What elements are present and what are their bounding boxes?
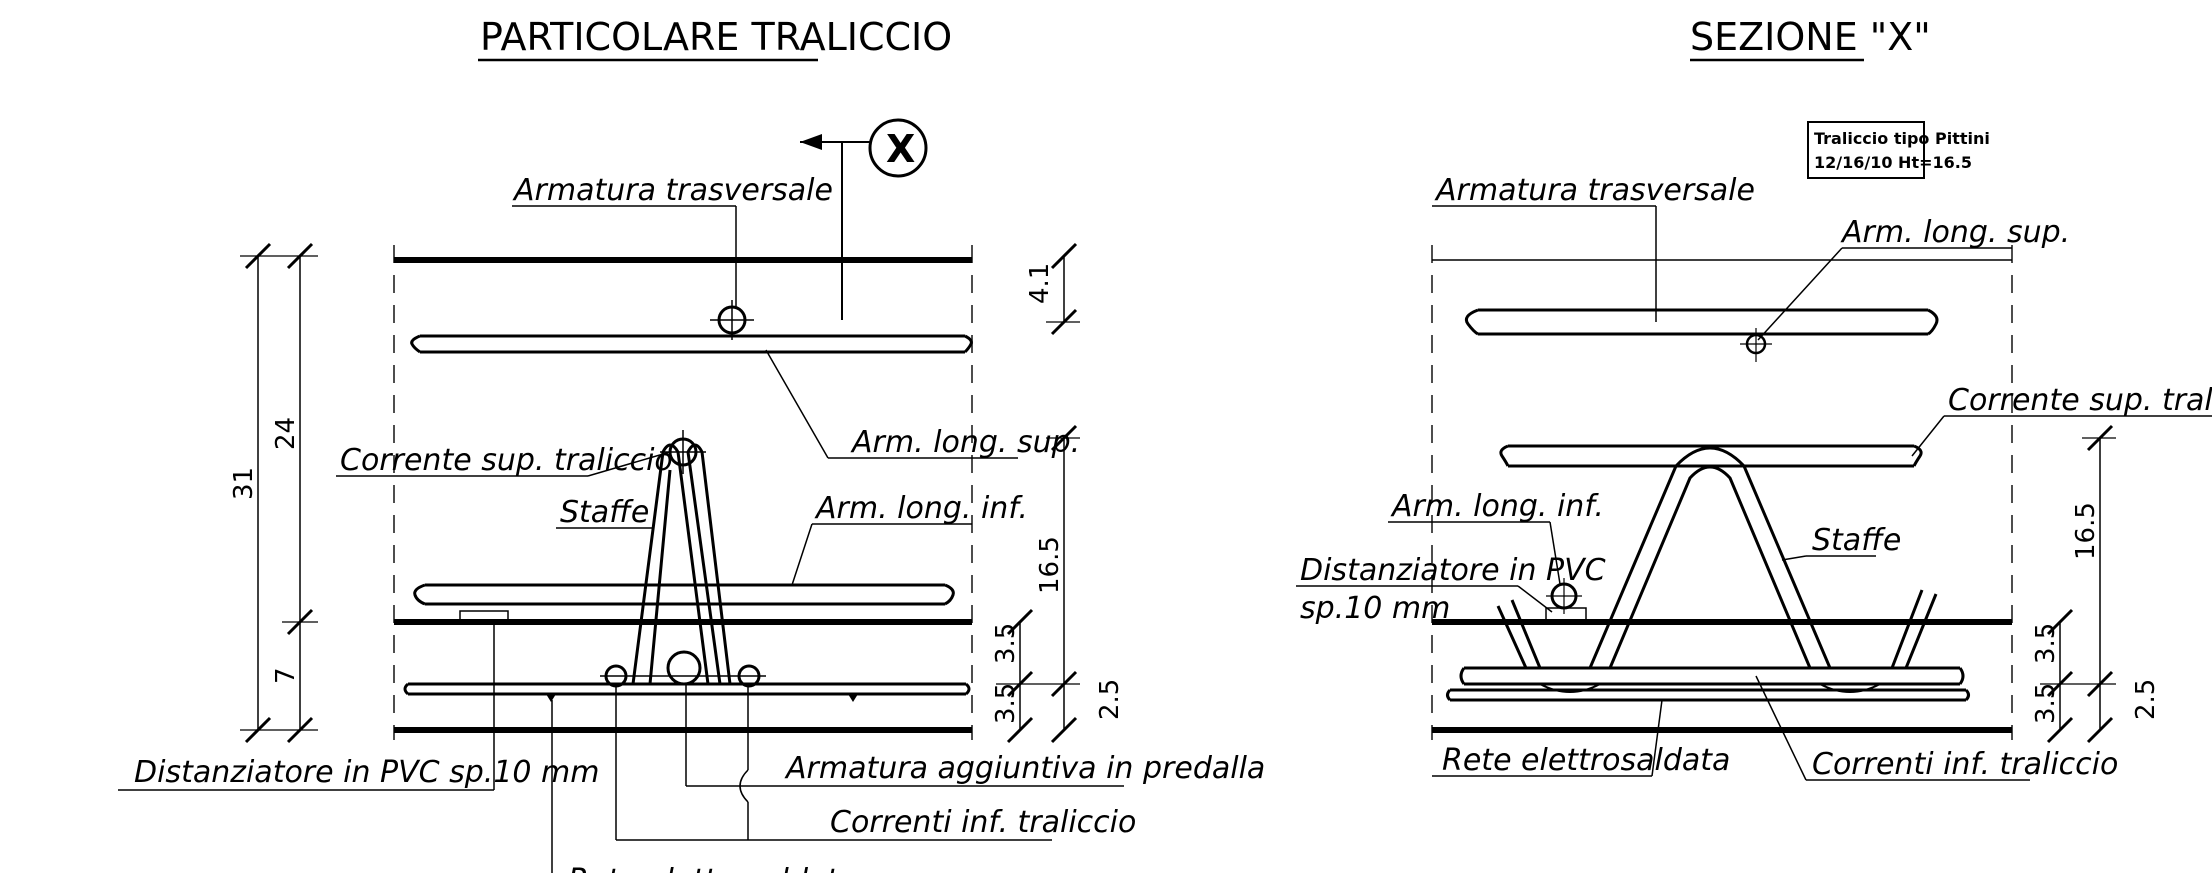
svg-text:3.5: 3.5 bbox=[991, 623, 1021, 664]
armatura-aggiuntiva-circle bbox=[666, 650, 702, 686]
svg-text:31: 31 bbox=[229, 467, 259, 500]
left-labels: Armatura trasversale Arm. long. sup. Cor… bbox=[118, 173, 1265, 873]
label-rete-r: Rete elettrosaldata bbox=[1442, 743, 1730, 778]
pvc-spacer-right bbox=[1545, 607, 1587, 623]
svg-text:X: X bbox=[886, 127, 915, 171]
label-distanziatore: Distanziatore in PVC sp.10 mm bbox=[134, 755, 599, 790]
label-correnti-inf-r: Correnti inf. traliccio bbox=[1812, 747, 2118, 782]
label-correnti-inf: Correnti inf. traliccio bbox=[830, 805, 1136, 840]
pvc-spacer bbox=[459, 610, 509, 623]
right-title: SEZIONE "X" bbox=[1690, 15, 1931, 59]
arm-long-inf-bar bbox=[413, 583, 955, 606]
box-line1: Traliccio tipo Pittini bbox=[1814, 129, 1990, 148]
label-corrente-sup-r: Corrente sup. traliccio bbox=[1948, 383, 2212, 418]
svg-text:2.5: 2.5 bbox=[1095, 679, 1125, 720]
svg-text:3.5: 3.5 bbox=[2031, 623, 2061, 664]
label-distanziatore-r1: Distanziatore in PVC bbox=[1300, 553, 1606, 588]
section-x-mark: X bbox=[800, 118, 928, 320]
svg-text:16.5: 16.5 bbox=[2071, 502, 2101, 560]
label-staffe-r: Staffe bbox=[1812, 523, 1901, 558]
label-armatura-aggiuntiva: Armatura aggiuntiva in predalla bbox=[784, 751, 1265, 786]
label-arm-long-inf-r: Arm. long. inf. bbox=[1390, 489, 1604, 524]
svg-text:4.1: 4.1 bbox=[1025, 263, 1055, 304]
label-arm-long-inf: Arm. long. inf. bbox=[814, 491, 1028, 526]
svg-text:3.5: 3.5 bbox=[991, 683, 1021, 724]
svg-text:16.5: 16.5 bbox=[1035, 536, 1065, 594]
svg-text:7: 7 bbox=[271, 667, 301, 684]
right-labels: Armatura trasversale Arm. long. sup. Cor… bbox=[1296, 173, 2212, 782]
label-distanziatore-r2: sp.10 mm bbox=[1300, 591, 1450, 626]
box-line2: 12/16/10 Ht=16.5 bbox=[1814, 153, 1972, 172]
label-corrente-sup: Corrente sup. traliccio bbox=[340, 443, 673, 478]
correnti-inf-bar bbox=[1459, 666, 1965, 686]
label-staffe: Staffe bbox=[560, 495, 649, 530]
left-detail: PARTICOLARE TRALICCIO X bbox=[118, 15, 1265, 873]
rete-bar-right bbox=[1446, 683, 1970, 702]
staffe-truss bbox=[1496, 446, 1938, 669]
label-arm-long-sup-r: Arm. long. sup. bbox=[1840, 215, 2070, 250]
left-dimensions: 31 24 7 4.1 16.5 3.5 3.5 2.5 bbox=[229, 242, 1125, 744]
right-section: SEZIONE "X" Traliccio tipo Pittini 12/16… bbox=[1296, 15, 2212, 782]
svg-text:24: 24 bbox=[271, 417, 301, 450]
svg-text:2.5: 2.5 bbox=[2131, 679, 2161, 720]
rete-bar bbox=[403, 682, 971, 702]
left-title: PARTICOLARE TRALICCIO bbox=[480, 15, 952, 59]
label-armatura-trasversale: Armatura trasversale bbox=[512, 173, 833, 208]
label-armatura-trasversale-r: Armatura trasversale bbox=[1434, 173, 1755, 208]
traliccio-type-box bbox=[1807, 121, 1925, 179]
traliccio bbox=[600, 430, 766, 688]
arm-long-sup-bar bbox=[410, 334, 973, 354]
label-arm-long-sup: Arm. long. sup. bbox=[850, 425, 1080, 460]
label-rete-partial: Rete elettrosaldata bbox=[568, 863, 856, 873]
svg-text:3.5: 3.5 bbox=[2031, 683, 2061, 724]
armatura-trasversale-circle bbox=[710, 300, 754, 340]
armatura-trasversale-bar bbox=[1464, 308, 1939, 336]
right-dimensions: 16.5 3.5 3.5 2.5 bbox=[2031, 424, 2161, 744]
